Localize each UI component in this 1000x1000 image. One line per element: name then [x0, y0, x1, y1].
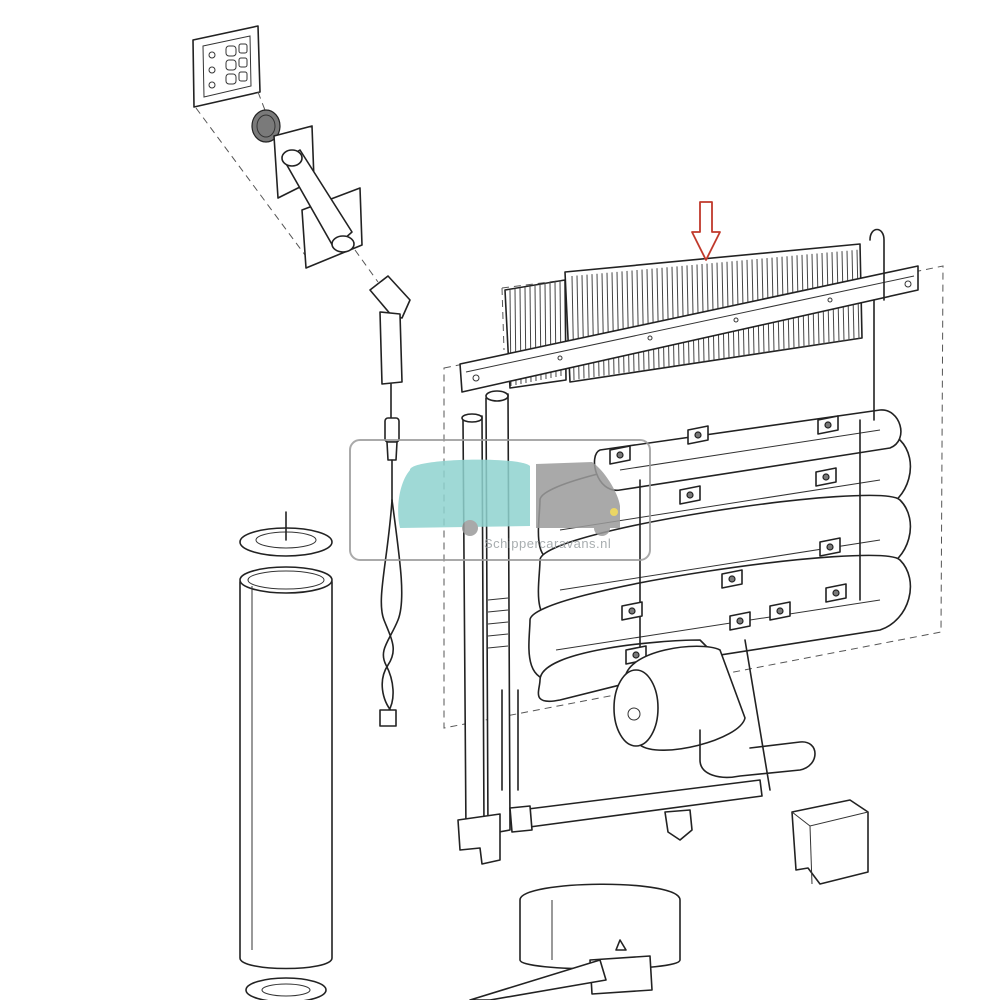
clip-screw: [832, 589, 840, 597]
clip-screw: [632, 651, 640, 659]
condenser-fin: [661, 267, 665, 368]
wheel-icon: [594, 520, 610, 536]
burner-control-plate: [192, 25, 261, 108]
watermark-logo: Schippercaravans.nl: [349, 439, 651, 561]
condenser-fin: [676, 266, 680, 365]
condenser-fin: [631, 270, 635, 372]
condenser-fin: [656, 268, 660, 368]
watermark-frame: [349, 439, 651, 561]
condenser-fin: [666, 267, 670, 367]
clip-screw: [822, 473, 830, 481]
leader-line: [257, 91, 269, 119]
clip-screw: [628, 607, 636, 615]
condenser-fin: [641, 269, 645, 370]
clip-screw: [736, 617, 744, 625]
condenser-fin: [646, 269, 650, 370]
thermocouple-assembly: [369, 275, 411, 727]
burner-housing: [469, 883, 681, 1000]
wheel-icon: [462, 520, 478, 536]
headlight-icon: [610, 508, 618, 516]
u-bracket: [791, 799, 869, 885]
clip-screw: [686, 491, 694, 499]
condenser-fin: [681, 265, 685, 365]
leader-line: [195, 107, 306, 256]
flue-cylinder: [239, 511, 333, 1000]
reservoir-drum: [509, 639, 816, 841]
condenser-fin: [651, 268, 655, 369]
clip-screw: [694, 431, 702, 439]
clip-screw: [824, 421, 832, 429]
caravan-icon: [398, 459, 530, 528]
leader-line: [501, 287, 505, 351]
absorber-coils: [528, 228, 912, 703]
clip-screw: [826, 543, 834, 551]
watermark-text: Schippercaravans.nl: [484, 536, 611, 551]
clip-screw: [728, 575, 736, 583]
burner-tube-assembly: [251, 109, 363, 269]
highlight-arrow: [691, 201, 721, 261]
clip-screw: [776, 607, 784, 615]
camper-van-icon: [536, 462, 620, 528]
leader-line: [354, 249, 379, 283]
clip-screw: [616, 451, 624, 459]
condenser-fin: [636, 270, 640, 371]
condenser-fin: [671, 266, 675, 366]
mounting-bracket: [459, 265, 919, 393]
